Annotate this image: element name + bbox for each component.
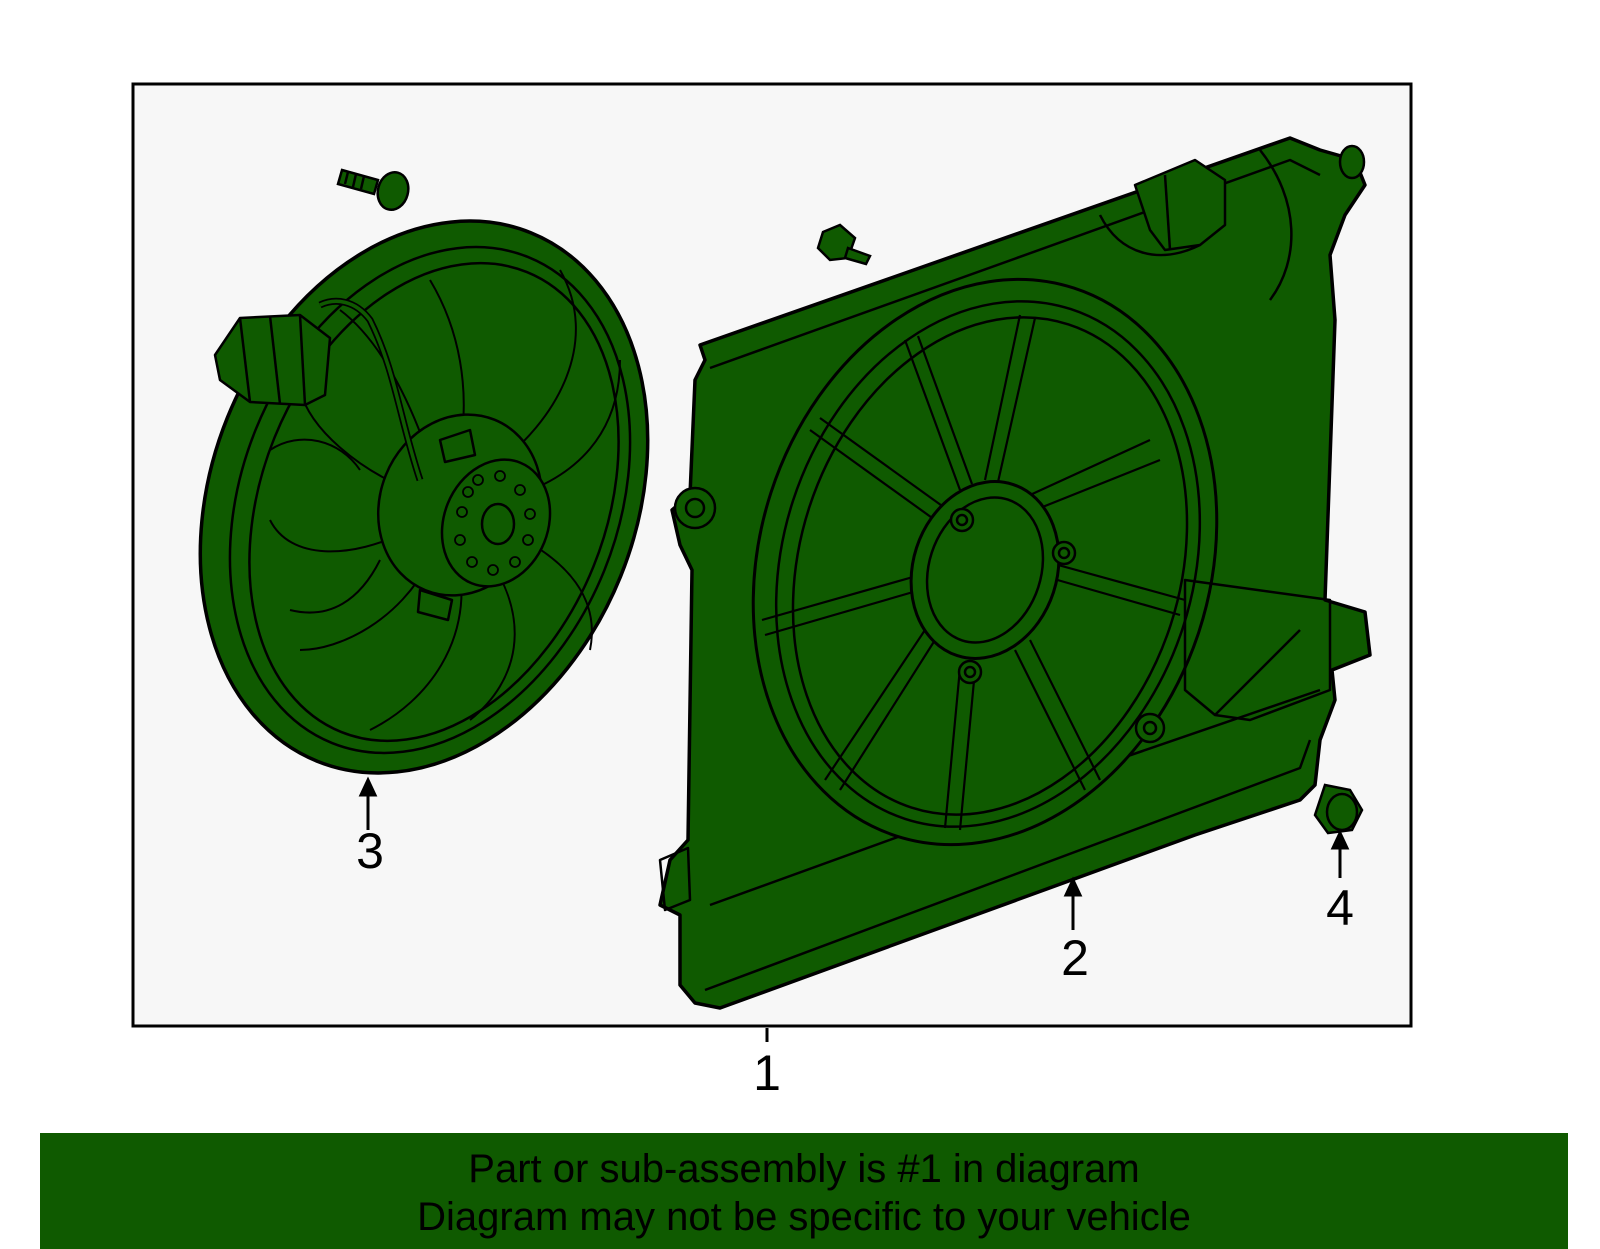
callout-label-4: 4 [1326,880,1354,936]
callout-leaders [358,776,1350,1042]
fan-shroud[interactable] [658,136,1372,1010]
banner-line-2: Diagram may not be specific to your vehi… [417,1195,1191,1239]
push-clip[interactable] [816,223,872,266]
fan-motor-assembly[interactable] [121,153,728,840]
hex-nut[interactable] [1313,783,1364,835]
bolt-top-left[interactable] [336,168,412,213]
banner-line-1: Part or sub-assembly is #1 in diagram [468,1147,1140,1191]
callout-label-1: 1 [753,1045,781,1101]
callout-label-2: 2 [1061,930,1089,986]
info-banner: Part or sub-assembly is #1 in diagram Di… [40,1133,1568,1249]
callout-label-3: 3 [356,823,384,879]
